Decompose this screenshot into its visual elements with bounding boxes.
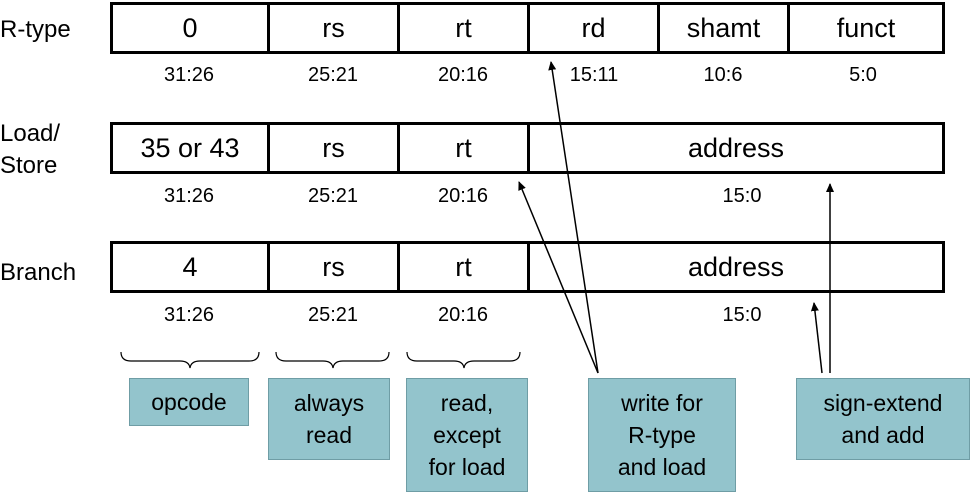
note-line: always (293, 390, 365, 416)
arrows (518, 61, 834, 374)
bits-label: 31:26 (163, 64, 215, 86)
field-rs: rs (270, 5, 400, 51)
field-rt: rt (400, 125, 530, 171)
note-line: sign-extend (823, 390, 943, 416)
field-funct: funct (836, 12, 896, 43)
note-line: and load (617, 454, 707, 480)
brace-opcode (120, 351, 260, 369)
bits-label: 20:16 (437, 64, 489, 86)
note-line: write for (621, 390, 703, 416)
bits-label: 5:0 (849, 64, 877, 86)
note-read-except-load: read, except for load (406, 378, 528, 492)
field-rt: rt (400, 244, 530, 290)
field-rs: rs (270, 125, 400, 171)
note-write-rtype-load: write for R-type and load (588, 378, 736, 492)
arrow-to-branch-address (810, 302, 823, 374)
note-line: read, (440, 390, 494, 416)
bits-label: 20:16 (437, 304, 489, 326)
note-line: R-type (628, 422, 696, 448)
field-rd: rd (530, 5, 660, 51)
bits-label: 31:26 (163, 185, 215, 207)
note-line: read (305, 422, 353, 448)
row-label-load-store-line2: Store (0, 152, 58, 179)
field-shamt: shamt (660, 5, 790, 51)
row-label-branch: Branch (0, 259, 77, 286)
note-always-read: always read (268, 378, 390, 460)
r-type-format: 0 rs rt rd shamt funct (110, 2, 945, 54)
branch-format: 4 rs rt address (110, 241, 945, 293)
row-label-load-store: Load/ Store (0, 118, 60, 182)
field-opcode: 35 or 43 (113, 125, 270, 171)
arrow-to-rd (548, 61, 599, 374)
bits-label: 25:21 (307, 64, 359, 86)
arrow-to-load-rt (518, 181, 599, 374)
bits-label: 15:11 (569, 64, 619, 86)
bits-label: 25:21 (307, 185, 359, 207)
field-rt: rt (400, 5, 530, 51)
bits-label: 20:16 (437, 185, 489, 207)
field-opcode: 4 (113, 244, 270, 290)
row-label-r-type: R-type (0, 16, 71, 43)
bits-label: 15:0 (722, 185, 762, 207)
note-sign-extend-add: sign-extend and add (796, 378, 970, 460)
note-line: opcode (151, 389, 227, 415)
brace-rt (406, 351, 521, 369)
bits-label: 25:21 (307, 304, 359, 326)
field-rs: rs (270, 244, 400, 290)
bits-label: 31:26 (163, 304, 215, 326)
note-line: except (433, 422, 501, 448)
bits-label: 10:6 (703, 64, 743, 86)
bits-label: 15:0 (722, 304, 762, 326)
braces (120, 351, 521, 369)
note-line: and add (841, 422, 925, 448)
load-store-format: 35 or 43 rs rt address (110, 122, 945, 174)
field-address: address (687, 132, 785, 163)
field-opcode: 0 (113, 5, 270, 51)
note-opcode: opcode (129, 378, 249, 426)
field-address: address (687, 251, 785, 282)
brace-rs (275, 351, 390, 369)
note-line: for load (428, 454, 506, 480)
row-label-load-store-line1: Load/ (0, 120, 61, 147)
